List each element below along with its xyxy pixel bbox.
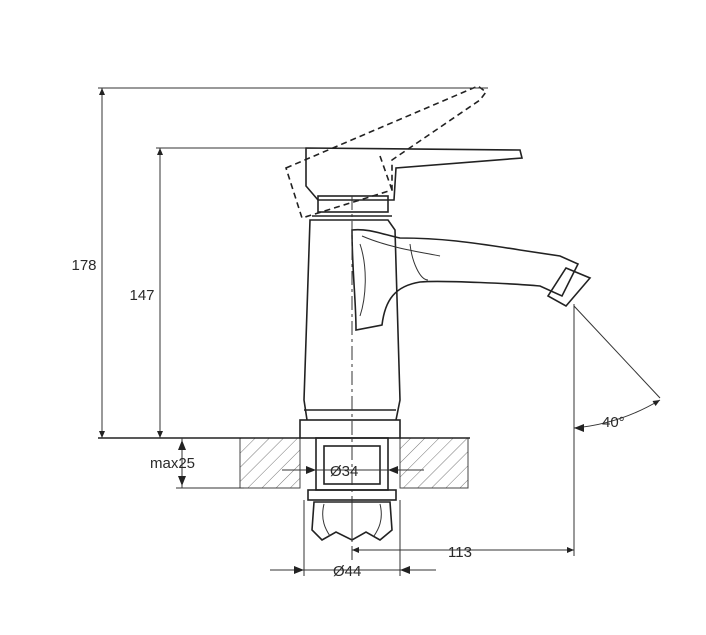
lever-closed (305, 147, 524, 201)
faucet-body (285, 85, 592, 439)
countertop-section (239, 437, 469, 489)
dim-label-d34: Ø34 (330, 463, 358, 480)
dim-label-113: 113 (448, 544, 472, 561)
aerator (546, 267, 592, 308)
dim-label-max25: max25 (150, 455, 195, 472)
lever-open-dashed (285, 85, 488, 219)
spout (351, 228, 580, 331)
dim-label-178: 178 (71, 257, 96, 274)
dim-label-147: 147 (129, 287, 154, 304)
dim-label-d44: Ø44 (333, 563, 361, 580)
dim-label-40: 40° (602, 414, 625, 431)
